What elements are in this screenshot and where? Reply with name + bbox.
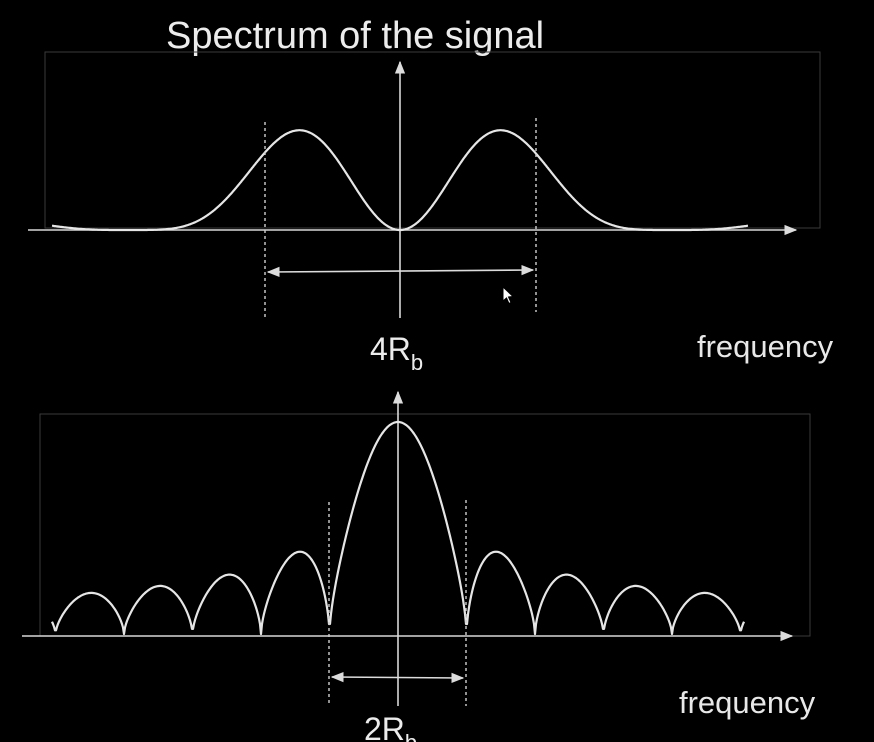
bottom-bandwidth-main: 2R	[364, 711, 405, 742]
bottom-spectrum-plot: 2Rb frequency	[22, 390, 816, 742]
top-bandwidth-arrow	[266, 264, 535, 278]
top-plot-frame	[44, 51, 821, 229]
top-bandwidth-label: 4Rb	[370, 331, 423, 375]
top-spectrum-plot: 4Rb frequency	[28, 51, 834, 375]
top-spectrum-curve	[51, 129, 749, 232]
top-bandwidth-subscript: b	[411, 350, 423, 375]
mouse-pointer-icon	[502, 285, 515, 305]
top-x-axis-label: frequency	[697, 329, 834, 364]
bottom-x-axis-label: frequency	[679, 685, 816, 720]
slide-title: Spectrum of the signal	[166, 15, 544, 57]
top-bandwidth-main: 4R	[370, 331, 411, 367]
bottom-plot-frame	[39, 413, 811, 637]
bottom-bandwidth-label: 2Rb	[364, 711, 417, 742]
bottom-spectrum-curve	[50, 420, 746, 636]
bottom-bandwidth-subscript: b	[405, 730, 417, 742]
bottom-bandwidth-arrow	[330, 671, 465, 684]
